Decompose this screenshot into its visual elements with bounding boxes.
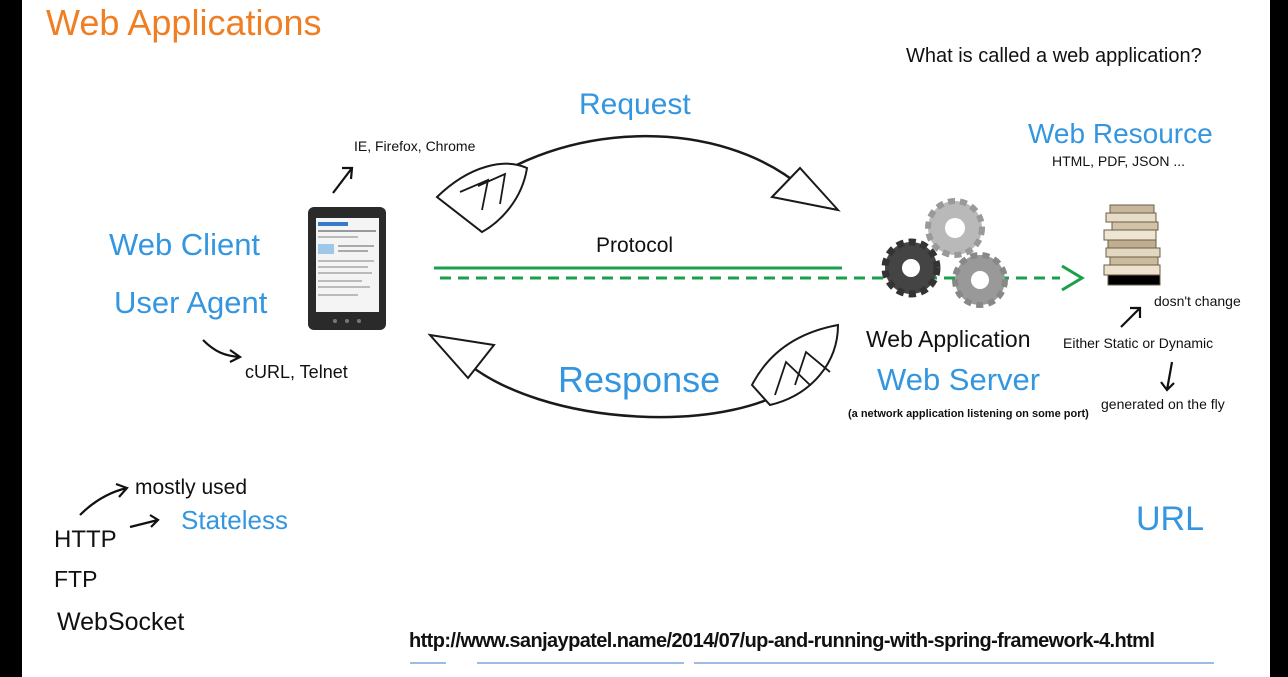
response-arrowhead [427, 333, 496, 380]
protocol-label: Protocol [596, 234, 674, 257]
web-application-label: Web Application [866, 326, 1031, 352]
web-client-label: Web Client [109, 227, 261, 262]
response-feather-icon [750, 323, 840, 407]
protocol-item-http: HTTP [54, 526, 117, 553]
response-label: Response [558, 359, 721, 400]
protocol-item-websocket: WebSocket [57, 608, 185, 636]
question-text: What is called a web application? [906, 45, 1202, 67]
mostly-used-arrow [79, 482, 129, 516]
static-arrow [1120, 306, 1142, 328]
url-label: URL [1136, 500, 1205, 538]
cli-tools-text: cURL, Telnet [245, 362, 348, 382]
web-server-label: Web Server [877, 362, 1041, 397]
annotation-arrows [79, 166, 1175, 529]
mostly-used-text: mostly used [135, 476, 248, 499]
browsers-arrow [332, 166, 354, 194]
web-resource-label: Web Resource [1028, 118, 1213, 149]
web-server-note: (a network application listening on some… [848, 408, 1089, 420]
cli-arrow [202, 339, 243, 363]
gears-icon [881, 198, 1008, 308]
right-letterbox-bar [1270, 0, 1288, 677]
static-note: dosn't change [1154, 293, 1241, 309]
protocol-arrowhead [1061, 264, 1085, 292]
request-label: Request [579, 88, 691, 121]
static-or-dynamic-text: Either Static or Dynamic [1063, 335, 1214, 351]
protocol-item-ftp: FTP [54, 566, 98, 592]
request-arrowhead [770, 166, 841, 212]
dynamic-arrow [1160, 361, 1175, 392]
tablet-device-icon [308, 207, 386, 330]
stateless-arrow [129, 514, 160, 529]
user-agent-label: User Agent [114, 285, 268, 320]
dynamic-note: generated on the fly [1101, 396, 1225, 412]
book-stack-icon [1103, 204, 1161, 286]
stateless-label: Stateless [181, 505, 288, 535]
request-feather-icon [435, 162, 529, 234]
left-letterbox-bar [0, 0, 22, 677]
browsers-text: IE, Firefox, Chrome [354, 138, 476, 154]
source-link[interactable]: http://www.sanjaypatel.name/2014/07/up-a… [409, 630, 1155, 652]
slide-title: Web Applications [46, 2, 322, 43]
resource-formats-text: HTML, PDF, JSON ... [1052, 153, 1186, 169]
